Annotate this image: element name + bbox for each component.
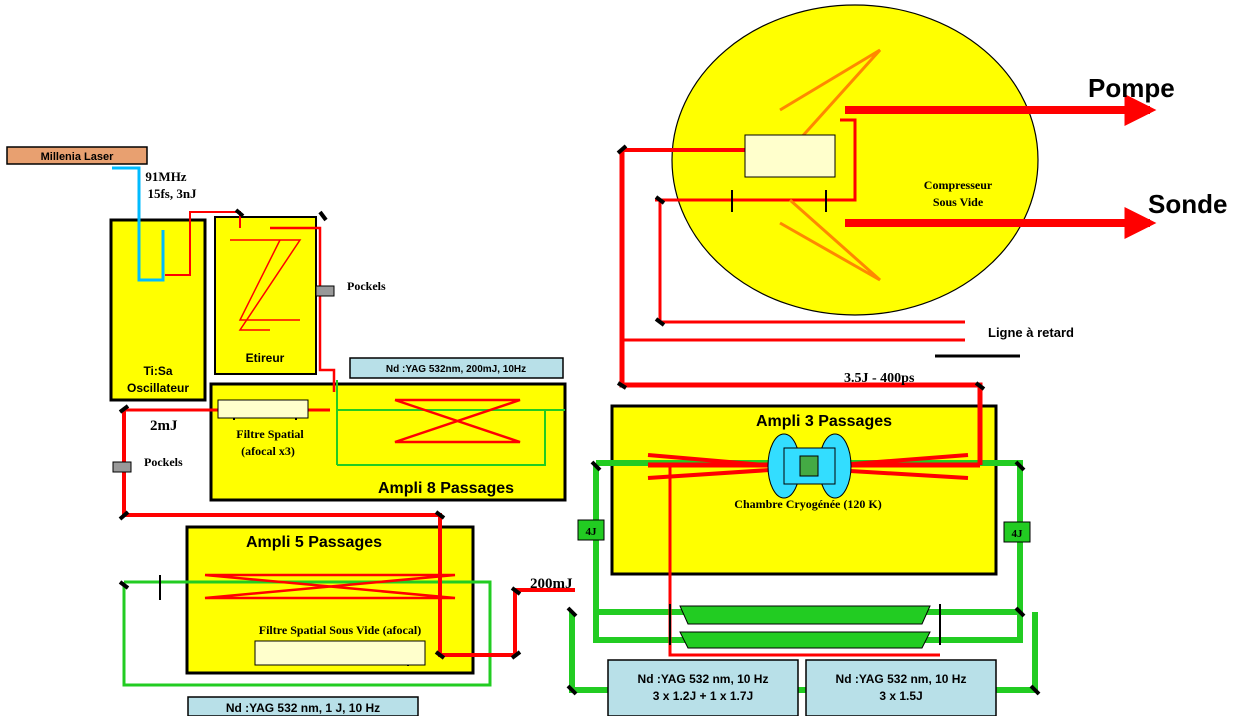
pockels-left-label: Pockels: [144, 455, 183, 469]
ampli8-title: Ampli 8 Passages: [378, 480, 514, 497]
ampli5-title: Ampli 5 Passages: [246, 534, 382, 551]
yag-ampli5-box: [187, 696, 419, 716]
pockels-cells: [112, 285, 335, 473]
energy-4j-left-tag: [577, 519, 605, 541]
spatial-filter-1: Filtre Spatial: [236, 427, 304, 441]
energy-4j-right-label: 4J: [1012, 528, 1024, 540]
cryo-chamber-label: Chambre Cryogénée (120 K): [734, 497, 881, 511]
stretcher-label: Etireur: [246, 351, 285, 365]
energy-200mj-label: 200mJ: [530, 576, 573, 592]
energy-4j-left-label: 4J: [586, 526, 598, 538]
ampli3-box: [610, 404, 998, 576]
oscillator-pump-beam: [112, 166, 165, 282]
compressor-line2: Sous Vide: [933, 195, 984, 209]
yag-ampli5-label: Nd :YAG 532 nm, 1 J, 10 Hz: [226, 701, 380, 715]
energy-35j-label: 3.5J - 400ps: [844, 371, 915, 386]
millenia-box: [6, 146, 148, 165]
compressor-line1: Compresseur: [924, 178, 993, 192]
osc-name-2: Oscillateur: [127, 381, 189, 395]
spatial-filter-2: (afocal x3): [241, 444, 295, 458]
osc-params-2: 15fs, 3nJ: [147, 186, 197, 201]
cryo-chamber-icon: [767, 433, 852, 499]
yag-ampli3-a-box: [607, 659, 799, 716]
yag-ampli3-b-box: [805, 659, 997, 716]
yag-ampli8-label: Nd :YAG 532nm, 200mJ, 10Hz: [386, 364, 526, 375]
spatial-filter-vacuum: Filtre Spatial Sous Vide (afocal): [259, 623, 421, 637]
millenia-label: Millenia Laser: [41, 151, 114, 163]
osc-params-1: 91MHz: [145, 169, 186, 184]
yag-ampli3-a-line2: 3 x 1.2J + 1 x 1.7J: [653, 689, 753, 703]
yag-ampli3-a-line1: Nd :YAG 532 nm, 10 Hz: [638, 672, 769, 686]
osc-name-1: Ti:Sa: [143, 364, 172, 378]
probe-label: Sonde: [1148, 189, 1227, 219]
optics-plates: [217, 134, 931, 666]
pockels-top-label: Pockels: [347, 279, 386, 293]
yag-ampli3-b-line2: 3 x 1.5J: [879, 689, 922, 703]
energy-2mj-label: 2mJ: [150, 418, 178, 434]
yag-ampli3-b-line1: Nd :YAG 532 nm, 10 Hz: [836, 672, 967, 686]
pump-label: Pompe: [1088, 73, 1175, 103]
energy-4j-right-tag: [1003, 521, 1031, 543]
ampli3-title: Ampli 3 Passages: [756, 413, 892, 430]
yag-ampli8-box: [349, 357, 564, 379]
mirror-icons: [118, 144, 1041, 696]
delay-line-label: Ligne à retard: [988, 325, 1074, 340]
stretcher-box: [214, 216, 317, 375]
